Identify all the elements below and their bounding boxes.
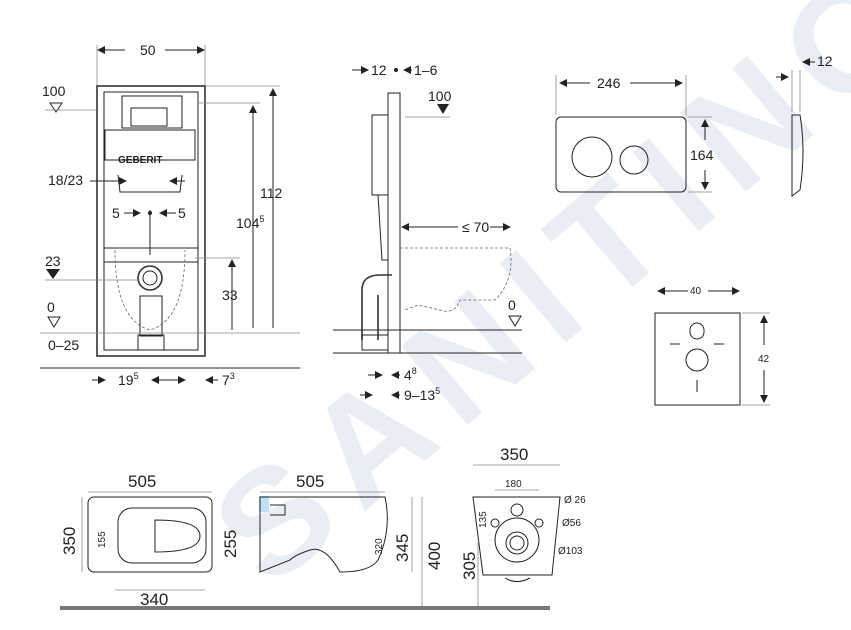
bowl-side-rim: 320 [374, 538, 385, 555]
bowl-side-length: 505 [296, 472, 324, 491]
floor-range: 0–25 [48, 337, 79, 353]
frame-side-view: 12 1–6 100 ≤ 70 0 48 9–135 [333, 62, 522, 403]
diameter-56: Ø56 [562, 518, 581, 529]
bowl-top-length: 505 [128, 472, 156, 491]
supply-offset: 135 [478, 511, 489, 528]
bowl-top-inner-length: 340 [140, 590, 168, 609]
dim-install-depth: 9–135 [404, 386, 440, 403]
side-level-0: 0 [508, 297, 516, 313]
dim-adjust: 1–6 [414, 62, 438, 78]
dim-pad-width: 40 [690, 286, 702, 297]
flush-plate-front: 246 164 12 [555, 53, 833, 197]
offset-right: 5 [178, 205, 186, 221]
dim-outlet-height: 33 [222, 287, 238, 303]
bowl-floor-height: 400 [425, 542, 444, 570]
dim-pad-height: 42 [758, 354, 770, 365]
level-23: 23 [45, 253, 61, 269]
bowl-rear-view: 350 180 Ø 26 Ø56 Ø103 135 305 [460, 445, 586, 608]
dim-bowl-projection: ≤ 70 [462, 219, 489, 235]
dim-total-height: 112 [260, 185, 283, 201]
drain-height: 305 [460, 552, 479, 580]
level-100: 100 [42, 83, 66, 99]
dim-plate-width: 246 [597, 75, 621, 91]
bowl-top-view: 505 350 155 255 340 [60, 472, 240, 609]
bolt-spacing: 180 [505, 479, 522, 490]
dim-actuator-height: 1045 [236, 214, 264, 231]
dim-bottom-right: 73 [222, 371, 235, 388]
brand-logo: GEBERIT [118, 155, 162, 166]
dim-bottom-left: 195 [118, 371, 139, 388]
dim-width: 50 [140, 42, 156, 58]
flush-spacing: 18/23 [48, 172, 83, 188]
side-level-100: 100 [428, 88, 452, 104]
floor-line [60, 606, 550, 610]
dim-plate-height: 164 [690, 147, 714, 163]
watermark: SANITINO [182, 0, 851, 616]
bowl-rear-width: 350 [500, 445, 528, 464]
bowl-top-width: 350 [60, 527, 79, 555]
diameter-103: Ø103 [558, 546, 583, 557]
bowl-top-inner-width: 255 [221, 530, 240, 558]
dim-depth: 12 [371, 62, 387, 78]
sound-insulation-pad: 40 42 [654, 286, 770, 406]
diameter-26: Ø 26 [564, 495, 586, 506]
frame-front-view: 50 GEBERIT 100 23 0 0–25 18/23 5 5 [40, 42, 300, 388]
dim-wall-offset: 48 [404, 366, 417, 383]
level-0: 0 [47, 299, 55, 315]
bowl-top-hole: 155 [97, 531, 108, 548]
bowl-side-view: 505 320 345 400 [259, 472, 444, 608]
dim-plate-thickness: 12 [817, 53, 833, 69]
bowl-side-height: 345 [393, 534, 412, 562]
offset-left: 5 [112, 205, 120, 221]
